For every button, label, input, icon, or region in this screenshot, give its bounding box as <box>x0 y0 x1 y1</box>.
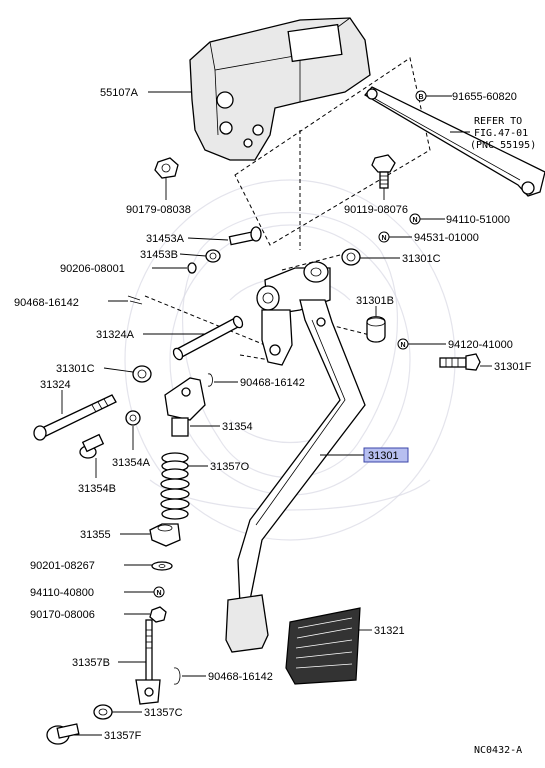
pedal-bracket-55107A <box>189 17 371 161</box>
spring-31357O <box>160 452 190 520</box>
label-94110-51000: 94110-51000 <box>446 214 510 226</box>
label-31324: 31324 <box>40 379 71 391</box>
label-94531-01000: 94531-01000 <box>414 232 479 244</box>
label-31354A: 31354A <box>112 457 151 469</box>
label-31321: 31321 <box>374 625 405 637</box>
label-31301C-left: 31301C <box>56 363 95 375</box>
clip-90468-16142-b <box>207 373 213 387</box>
label-90170-08006: 90170-08006 <box>30 609 95 621</box>
bushing-31357C <box>93 704 113 720</box>
washer-90201-08267 <box>151 561 173 571</box>
svg-text:N: N <box>381 235 386 242</box>
figure-code: NC0432-A <box>474 745 522 756</box>
label-90468-16142-b: 90468-16142 <box>240 377 305 389</box>
pin-31354B <box>79 433 105 459</box>
label-31301C-right: 31301C <box>402 253 441 265</box>
label-94120-41000: 94120-41000 <box>448 339 513 351</box>
label-31301[interactable]: 31301 <box>368 450 399 462</box>
label-31354B: 31354B <box>78 483 116 495</box>
label-31357B: 31357B <box>72 657 110 669</box>
label-31357C: 31357C <box>144 707 183 719</box>
clip-90468-16142-a <box>127 295 143 305</box>
label-90468-16142-a: 90468-16142 <box>14 297 79 309</box>
pin-31357F <box>46 723 80 745</box>
label-31324A: 31324A <box>96 329 135 341</box>
label-31354: 31354 <box>222 421 253 433</box>
svg-text:B: B <box>418 94 423 101</box>
pin-31453A <box>228 226 262 246</box>
spring-seat-31355 <box>149 523 181 547</box>
bushing-31354A <box>125 410 141 426</box>
refer-note-line2: FIG.47-01 <box>474 128 528 139</box>
svg-text:N: N <box>412 217 417 224</box>
clip-90206-08001 <box>187 262 197 274</box>
label-31357F: 31357F <box>104 730 142 742</box>
nut-94110-40800: N <box>153 586 165 598</box>
bushing-31301B <box>366 316 386 343</box>
clutch-pedal-arm-31301 <box>225 261 366 653</box>
pedal-pad-31321 <box>285 607 361 685</box>
support-brace <box>363 86 545 197</box>
refer-note-line3: (PNC 55195) <box>470 140 536 151</box>
label-90206-08001: 90206-08001 <box>60 263 125 275</box>
clevis-31354 <box>164 377 206 437</box>
label-31355: 31355 <box>80 529 111 541</box>
label-31357O: 31357O <box>210 461 250 473</box>
nut-90179-08038 <box>154 157 179 179</box>
label-90119-08076: 90119-08076 <box>344 204 408 216</box>
washer-94531-01000: N <box>378 231 390 243</box>
bolt-31301F <box>439 353 481 371</box>
label-94110-40800: 94110-40800 <box>30 587 94 599</box>
label-91655-60820: 91655-60820 <box>452 91 517 103</box>
nut-94120-41000: N <box>397 338 409 350</box>
bolt-31324 <box>33 394 117 441</box>
bushing-31453B <box>205 249 221 263</box>
refer-note-line1: REFER TO <box>474 116 522 127</box>
bushing-31301C-right <box>341 248 361 266</box>
svg-text:N: N <box>400 342 405 349</box>
label-31453A: 31453A <box>146 233 185 245</box>
nut-94110-51000: N <box>409 213 421 225</box>
rod-31324A <box>172 315 244 361</box>
clip-90468-16142-c <box>173 667 181 685</box>
bolt-90119-08076 <box>371 154 396 189</box>
label-90468-16142-c: 90468-16142 <box>208 671 273 683</box>
label-90179-08038: 90179-08038 <box>126 204 191 216</box>
label-55107A: 55107A <box>100 87 139 99</box>
svg-text:N: N <box>156 590 161 597</box>
nut-90170-08006 <box>149 606 167 623</box>
label-31301B: 31301B <box>356 295 394 307</box>
push-rod-31357B <box>135 619 161 705</box>
bushing-31301C-left <box>132 365 152 383</box>
label-90201-08267: 90201-08267 <box>30 560 95 572</box>
label-31453B: 31453B <box>140 249 178 261</box>
bolt-91655-60820: B <box>415 90 427 102</box>
label-31301F: 31301F <box>494 361 532 373</box>
